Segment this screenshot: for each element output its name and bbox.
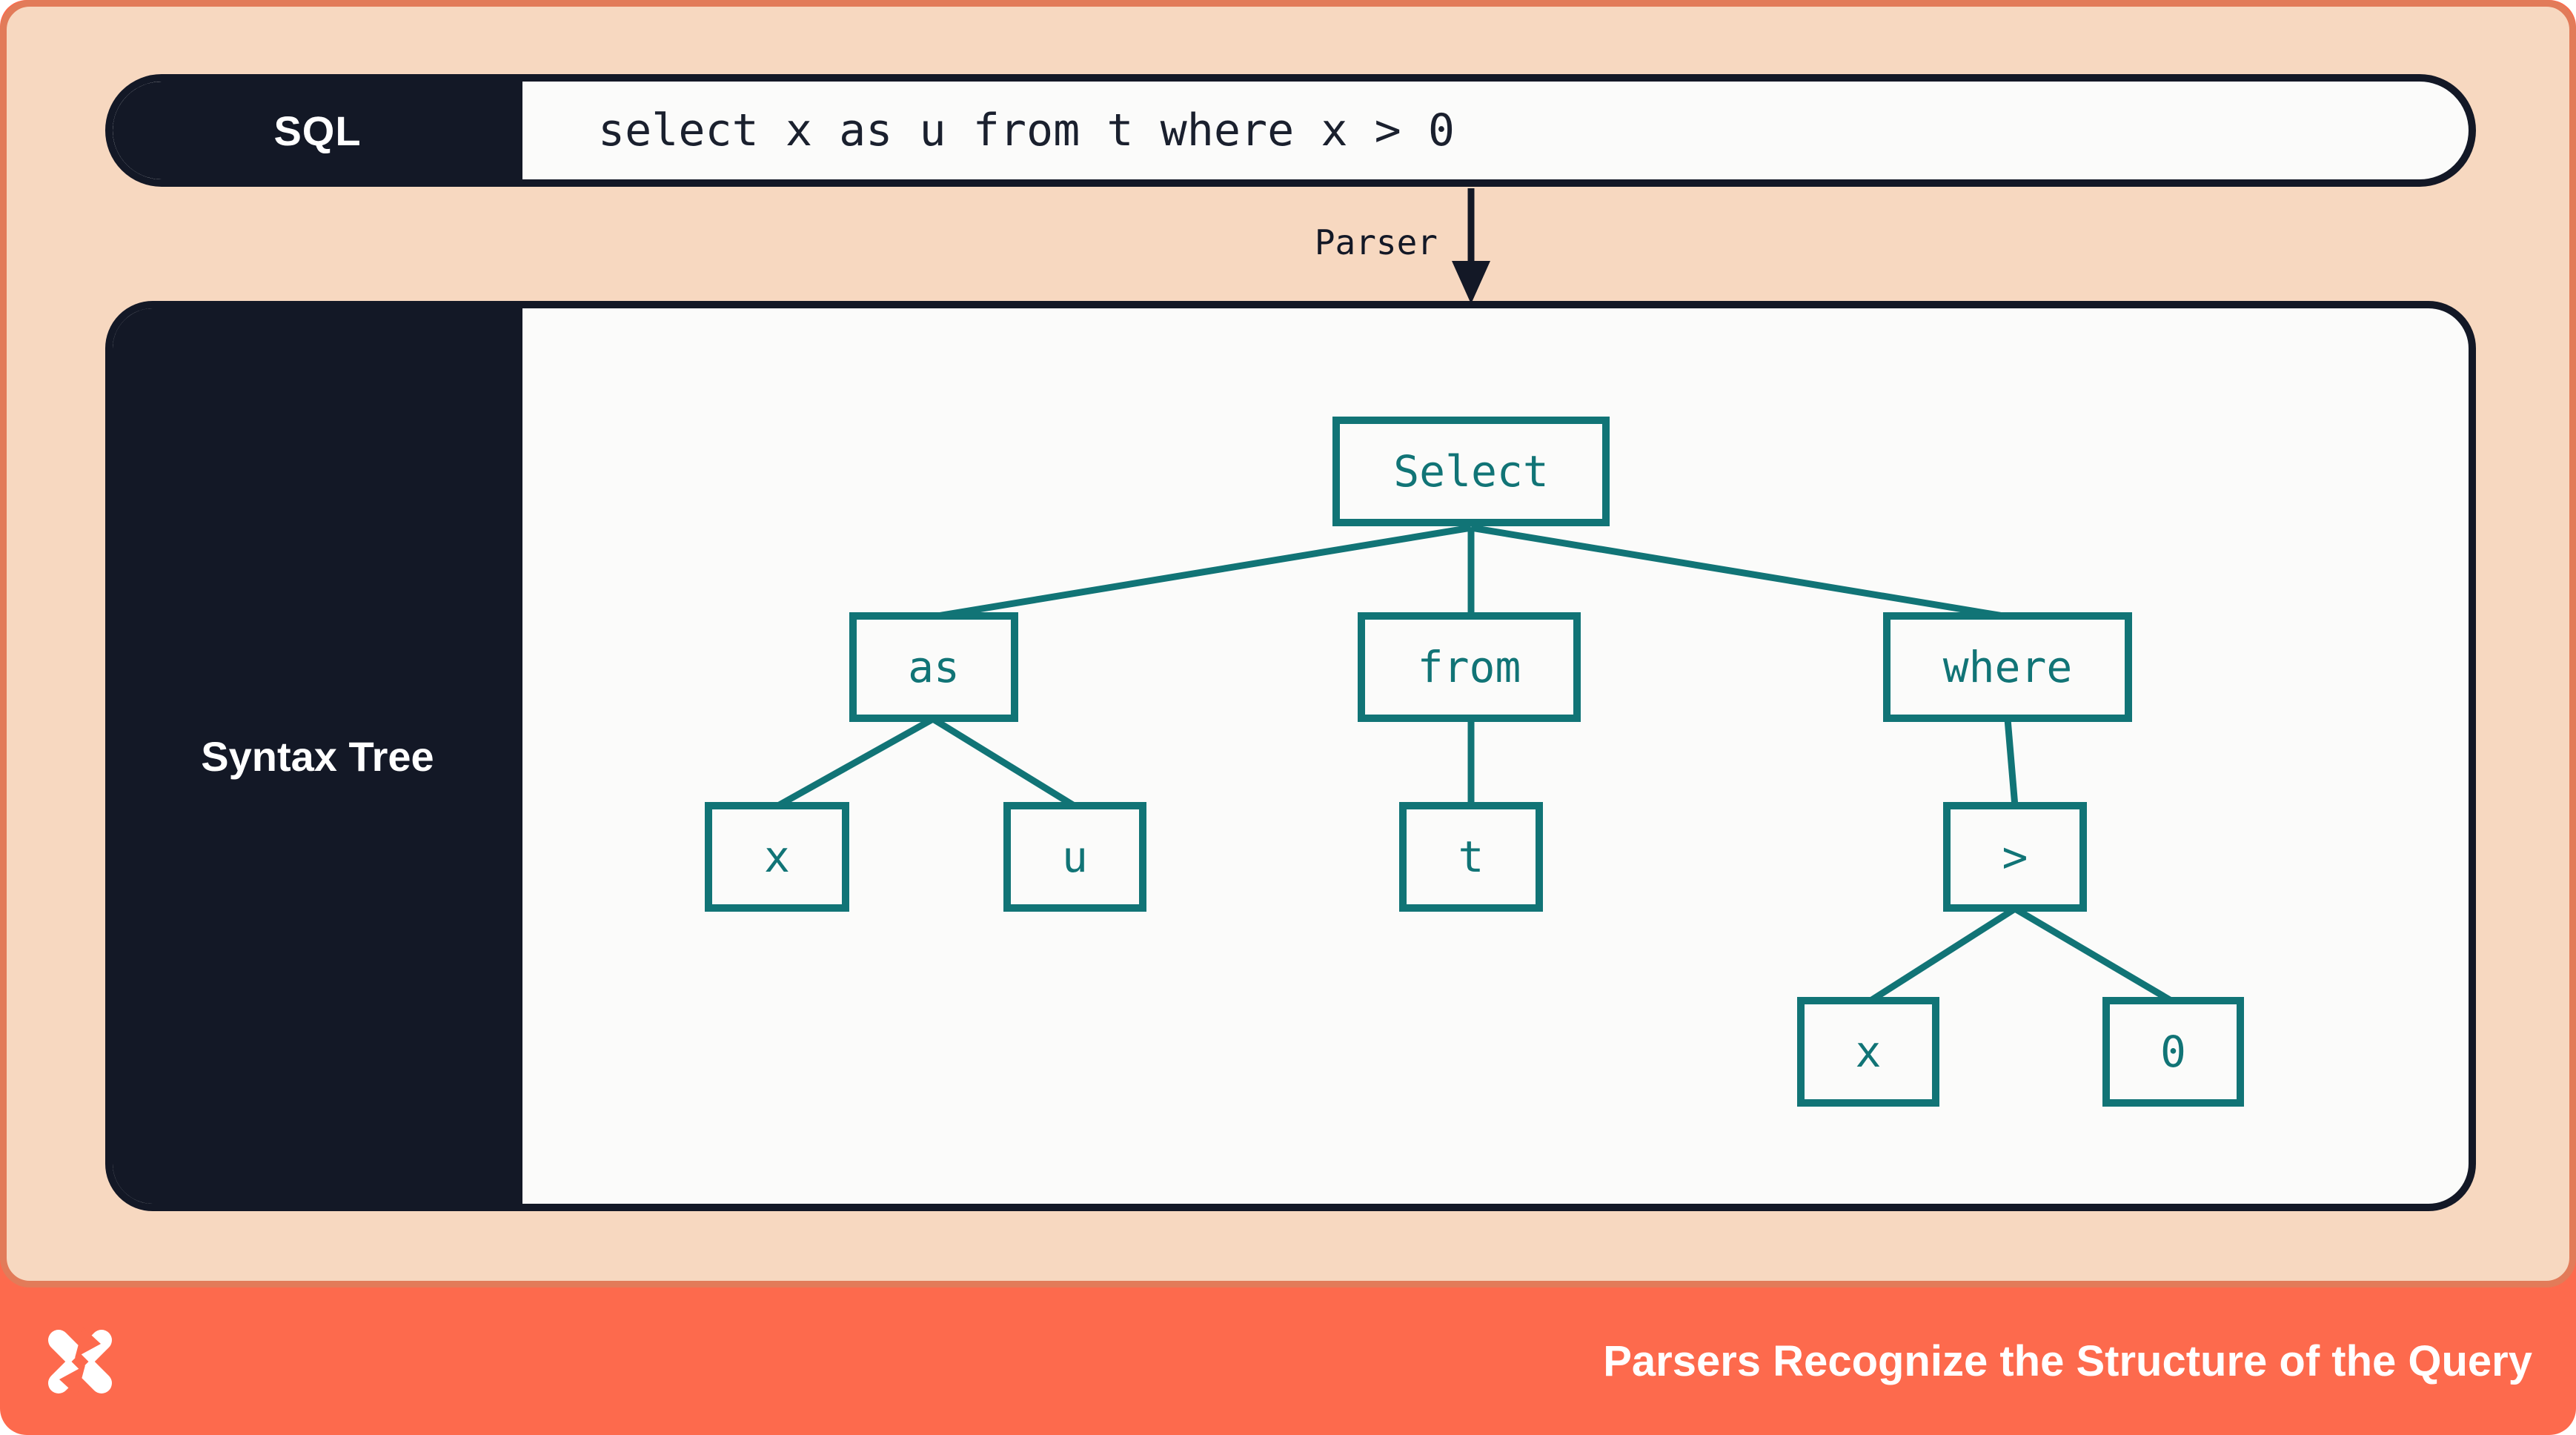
syntax-tree-label: Syntax Tree (201, 732, 434, 780)
syntax-tree-sidebar: Syntax Tree (113, 308, 522, 1204)
tree-node-x-alias: x (705, 802, 849, 912)
tree-node-select: Select (1332, 417, 1610, 526)
syntax-tree-panel: Syntax Tree (105, 301, 2476, 1211)
footer-title: Parsers Recognize the Structure of the Q… (1603, 1337, 2532, 1385)
sql-code: select x as u from t where x > 0 (522, 82, 2469, 179)
tree-node-gt: > (1943, 802, 2087, 912)
tree-node-from: from (1358, 612, 1581, 722)
tree-node-where: where (1883, 612, 2132, 722)
tree-node-t: t (1399, 802, 1543, 912)
tree-node-zero: 0 (2102, 997, 2244, 1107)
parser-label: Parser (1314, 222, 1438, 262)
tree-node-u: u (1003, 802, 1146, 912)
tree-node-x-cond: x (1797, 997, 1939, 1107)
sql-bar-label: SQL (273, 107, 362, 154)
sql-query-text: select x as u from t where x > 0 (598, 105, 1455, 156)
sql-bar-header: SQL (113, 82, 522, 179)
tree-node-as: as (849, 612, 1018, 722)
pinwheel-x-logo-icon (48, 1327, 112, 1396)
footer-bar: Parsers Recognize the Structure of the Q… (0, 1287, 2576, 1435)
sql-bar: SQL select x as u from t where x > 0 (105, 74, 2476, 187)
